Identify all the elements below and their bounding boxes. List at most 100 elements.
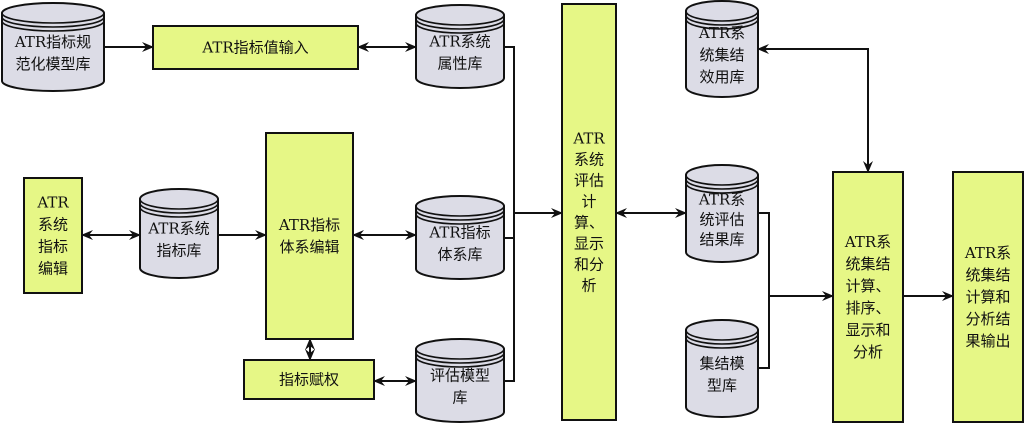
node-label: ATR指标规 bbox=[14, 33, 91, 51]
node-label: 析 bbox=[581, 277, 596, 295]
process-box bbox=[23, 177, 83, 294]
cylinder-rim bbox=[1, 16, 105, 28]
connectors bbox=[81, 42, 954, 386]
node-label: ATR系 bbox=[844, 233, 891, 251]
bus-result-model-libs bbox=[758, 212, 770, 369]
node-label: 系统 bbox=[574, 151, 604, 169]
cylinder-rim bbox=[415, 356, 505, 368]
cylinder-rim bbox=[1, 20, 105, 32]
cylinder-rim bbox=[415, 22, 505, 34]
node-label: 计算、 bbox=[845, 277, 890, 295]
cylinder-rim bbox=[685, 337, 759, 349]
node-label: 体系库 bbox=[437, 246, 482, 264]
process-box bbox=[265, 132, 354, 340]
node-label: ATR系统 bbox=[428, 33, 490, 51]
node-label: 集结模 bbox=[699, 355, 744, 373]
node-label: 显示和 bbox=[845, 321, 890, 339]
cylinder-rim bbox=[685, 10, 759, 22]
process-box bbox=[152, 25, 359, 70]
cylinder-rim bbox=[685, 178, 759, 190]
node-label: 效用库 bbox=[699, 68, 744, 86]
cylinder-rim bbox=[415, 209, 505, 221]
node-label: ATR指标 bbox=[428, 224, 490, 242]
cylinder-rim bbox=[139, 206, 219, 218]
node-label: 显示 bbox=[574, 235, 604, 253]
node-label: 算、 bbox=[574, 214, 604, 232]
database-cylinder-icon bbox=[685, 0, 759, 98]
database-cylinder-icon bbox=[685, 164, 759, 263]
cylinder-rim bbox=[1, 12, 105, 24]
node-label: 和分 bbox=[574, 256, 604, 274]
node-label: ATR指标值输入 bbox=[201, 39, 308, 57]
node-value-input: ATR指标值输入 bbox=[152, 25, 359, 70]
node-label: ATR系 bbox=[698, 24, 745, 42]
node-label: ATR指标 bbox=[278, 216, 340, 234]
node-label: 统集结 bbox=[699, 46, 744, 64]
node-label: 统集结 bbox=[965, 266, 1010, 284]
node-label: 果输出 bbox=[965, 332, 1010, 350]
node-label: 统集结 bbox=[845, 255, 890, 273]
cylinder-rim bbox=[415, 18, 505, 30]
cylinder-rim bbox=[685, 333, 759, 345]
cylinder-rim bbox=[685, 182, 759, 194]
node-weighting: 指标赋权 bbox=[243, 359, 375, 400]
node-label: 结果库 bbox=[699, 231, 744, 249]
bus-libraries-to-eval-center bbox=[504, 46, 515, 382]
node-label: ATR bbox=[572, 130, 605, 148]
edge-agg-util-lib-agg-calc bbox=[757, 44, 873, 173]
node-label: 排序、 bbox=[845, 299, 890, 317]
node-label: ATR系统 bbox=[147, 220, 209, 238]
database-cylinder-icon bbox=[415, 4, 505, 89]
node-label: 计 bbox=[581, 193, 596, 211]
cylinder-rim bbox=[685, 174, 759, 186]
node-label: 计算和 bbox=[965, 288, 1010, 306]
node-label: 评估模型 bbox=[430, 367, 490, 385]
cylinder-rim bbox=[685, 14, 759, 26]
node-label: 指标库 bbox=[156, 242, 201, 260]
cylinder-rim bbox=[139, 202, 219, 214]
database-cylinder-icon bbox=[415, 195, 505, 280]
node-label: 指标赋权 bbox=[279, 371, 339, 389]
process-box bbox=[243, 359, 375, 400]
node-label: ATR系 bbox=[964, 244, 1011, 262]
node-label: 系统 bbox=[38, 216, 68, 234]
node-label: 体系编辑 bbox=[279, 238, 339, 256]
node-label: 范化模型库 bbox=[15, 55, 90, 73]
cylinder-rim bbox=[415, 352, 505, 364]
node-label: 属性库 bbox=[437, 55, 482, 73]
cylinder-rim bbox=[415, 213, 505, 225]
node-label: 指标 bbox=[38, 238, 68, 256]
cylinder-rim bbox=[415, 14, 505, 26]
node-label: 分析 bbox=[853, 343, 883, 361]
node-label: 型库 bbox=[707, 377, 737, 395]
database-cylinder-icon bbox=[415, 338, 505, 423]
cylinder-rim bbox=[685, 18, 759, 30]
node-label: ATR系 bbox=[698, 191, 745, 209]
process-box bbox=[832, 171, 904, 423]
node-label: 统评估 bbox=[699, 211, 744, 229]
node-label: ATR bbox=[36, 194, 69, 212]
node-label: 分析结 bbox=[965, 310, 1010, 328]
node-label: 编辑 bbox=[38, 260, 68, 278]
node-label: 评估 bbox=[574, 172, 604, 190]
database-cylinder-icon bbox=[685, 319, 759, 418]
cylinder-rim bbox=[685, 329, 759, 341]
process-box bbox=[952, 171, 1024, 423]
cylinder-rim bbox=[415, 348, 505, 360]
cylinder-rim bbox=[415, 205, 505, 217]
